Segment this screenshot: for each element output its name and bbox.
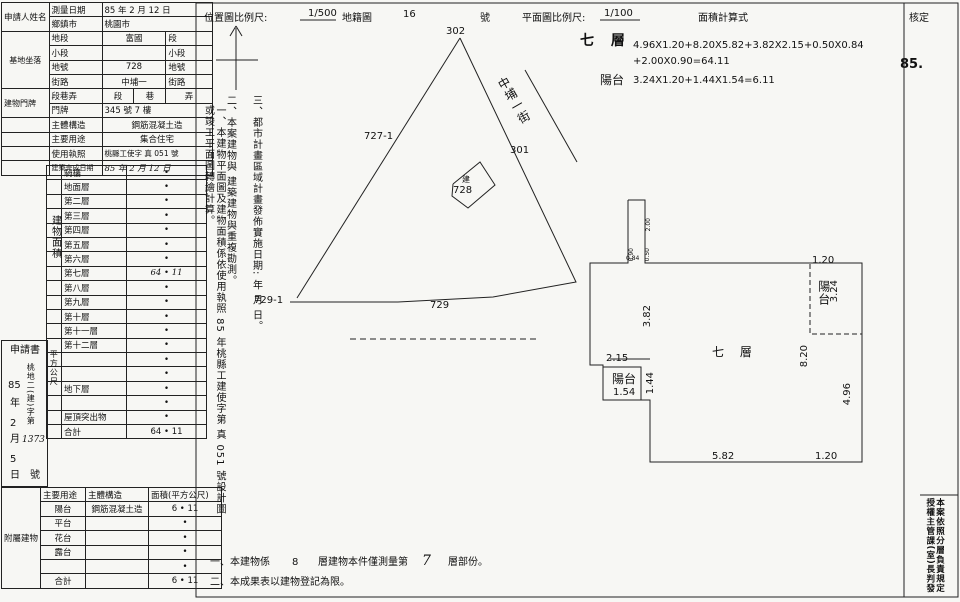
balcony-formula: 3.24X1.20+1.44X1.54=6.11 <box>633 75 775 86</box>
dimension-label: 0.84 <box>626 255 640 262</box>
attachment-row: 花台• <box>2 530 223 546</box>
app-month-suffix: 月 <box>10 434 20 445</box>
lot-boundary <box>290 37 577 303</box>
dimension-label: 5.82 <box>712 451 735 462</box>
bottom-note-1c: 層建物本件僅測量第 <box>318 557 408 568</box>
lot-727-1: 727-1 <box>364 131 394 142</box>
location-scale-label: 位置圖比例尺: <box>204 13 268 24</box>
floor-formula-1: 4.96X1.20+8.20X5.82+3.82X2.15+0.50X0.84 <box>633 40 864 51</box>
application-label: 申請書 <box>10 345 40 356</box>
applicant-label: 申請人姓名 <box>1 2 50 32</box>
location-label: 基地坐落 <box>1 30 50 90</box>
note-2: 二、本案建物與 建築建物與重複勘測。 <box>224 95 236 287</box>
app-year-suffix: 年 <box>10 398 20 409</box>
balcony-label: 陽台 <box>600 73 625 87</box>
right-vertical-note: 本案依照分層負責規定授權主管課(室)長判發 <box>924 498 945 594</box>
floors-group-label: 建物面積 <box>49 215 61 259</box>
balcony-left-label: 陽台 <box>612 372 637 386</box>
plan-scale-value: 1/100 <box>604 8 633 19</box>
floor-formula-2: +2.00X0.90=64.11 <box>633 56 730 67</box>
floor-row: 第十層• <box>46 308 207 325</box>
building-lot: 728 <box>453 185 473 196</box>
floor-plan-label: 七 層 <box>712 345 758 359</box>
app-day-suffix: 日 <box>10 470 20 481</box>
year-stamp: 85. <box>900 57 924 72</box>
app-year: 85 <box>8 380 21 391</box>
attach-total-value: 6 • 11 <box>148 573 223 589</box>
bottom-note-2: 二、本成果表以建物登記為限。 <box>210 577 350 588</box>
floor-row: 第二層• <box>46 193 207 210</box>
app-number: 1373 <box>22 435 45 445</box>
note-3: 三、都市計畫區域計畫發佈實施日期: 年 月 日。 <box>250 95 262 332</box>
floor-row: • <box>46 352 207 368</box>
app-day: 5 <box>10 454 17 465</box>
app-word: 桃地二(建)字第 <box>26 363 36 426</box>
building-mark: 建 <box>462 175 470 184</box>
app-number-suffix: 號 <box>30 470 40 481</box>
lot-729: 729 <box>430 300 450 311</box>
bottom-note-1d: 7 <box>422 553 431 569</box>
main-frame <box>195 2 905 598</box>
app-month: 2 <box>10 418 17 429</box>
attachment-row: • <box>2 558 223 575</box>
map-number: 16 <box>403 9 416 20</box>
balcony-left <box>602 366 642 401</box>
location-scale-value: 1/500 <box>308 8 337 19</box>
map-suffix: 號 <box>480 13 490 24</box>
lot-729-1: 729-1 <box>254 295 284 306</box>
floor-row: 第十二層• <box>46 337 207 354</box>
balcony-right-label: 陽台 <box>816 280 831 306</box>
side-area-label: 平方公尺 <box>49 350 59 386</box>
bottom-note-1e: 層部份。 <box>448 557 488 568</box>
attach-label: 附屬建物 <box>0 487 42 589</box>
plan-scale-label: 平面圖比例尺: <box>522 13 586 24</box>
lot-302: 302 <box>446 26 466 37</box>
floor-plan-outline <box>589 199 863 463</box>
floor-row: 地下層• <box>46 380 207 397</box>
dimension-label: 1.54 <box>613 387 636 398</box>
dimension-label: 1.20 <box>815 451 838 462</box>
application-box: 申請書 85 年 2 月 5 日 桃地二(建)字第 1373 號 <box>1 340 48 487</box>
map-label: 地籍圖 <box>342 13 372 24</box>
bottom-note-1b: 8 <box>292 557 299 568</box>
floor-title: 七 層 <box>580 33 631 49</box>
total-value: 64 • 11 <box>126 424 207 440</box>
note-1: 一、本建物平面圖及建物面積係依使用執照 85 年桃縣工建使字第 真 051 號設… <box>202 105 226 515</box>
bottom-note-1a: 一、本建物係 <box>210 557 270 568</box>
dimension-label: 1.20 <box>812 255 835 266</box>
balcony-right <box>809 262 863 335</box>
check-label: 核定 <box>909 13 929 24</box>
area-formula-label: 面積計算式 <box>698 13 748 24</box>
floor-row: 第八層• <box>46 280 207 296</box>
right-frame <box>903 2 959 598</box>
lot-301: 301 <box>510 145 530 156</box>
